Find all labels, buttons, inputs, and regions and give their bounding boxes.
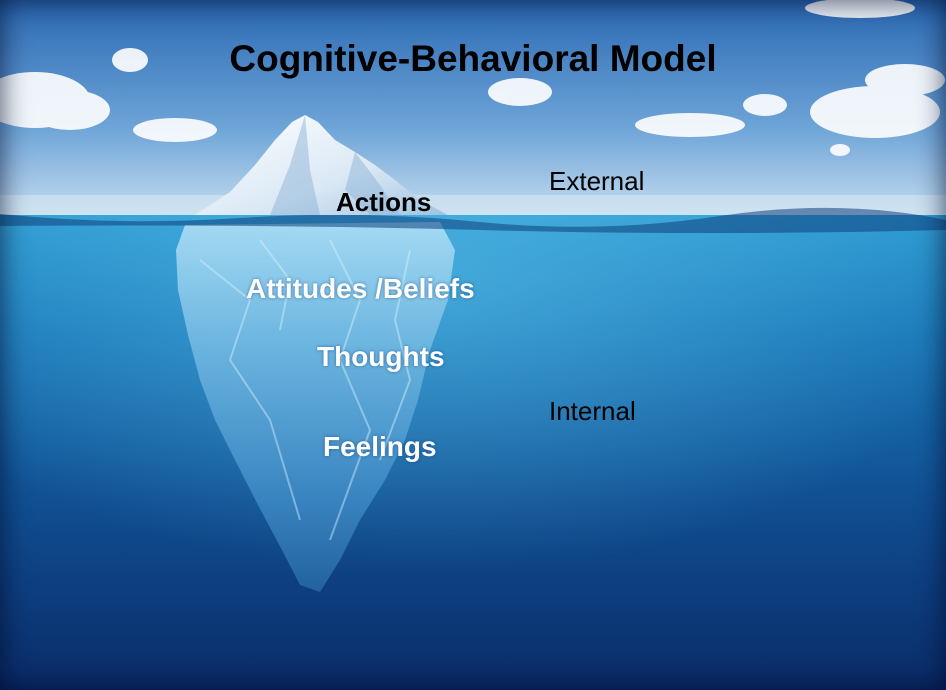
page-title: Cognitive-Behavioral Model [229, 38, 717, 79]
label-thoughts: Thoughts [317, 341, 445, 372]
label-internal: Internal [549, 396, 636, 426]
iceberg-underwater [176, 222, 455, 592]
iceberg-tip-shading [270, 115, 400, 215]
label-actions: Actions [336, 187, 432, 217]
label-feelings: Feelings [323, 431, 437, 462]
clouds [0, 0, 945, 156]
water-glow [0, 215, 946, 690]
iceberg-tip [195, 115, 448, 215]
iceberg-texture [199, 239, 412, 541]
sky [0, 0, 946, 215]
waterline [0, 207, 946, 233]
label-attitudes-beliefs: Attitudes /Beliefs [246, 273, 475, 304]
label-external: External [549, 166, 645, 196]
